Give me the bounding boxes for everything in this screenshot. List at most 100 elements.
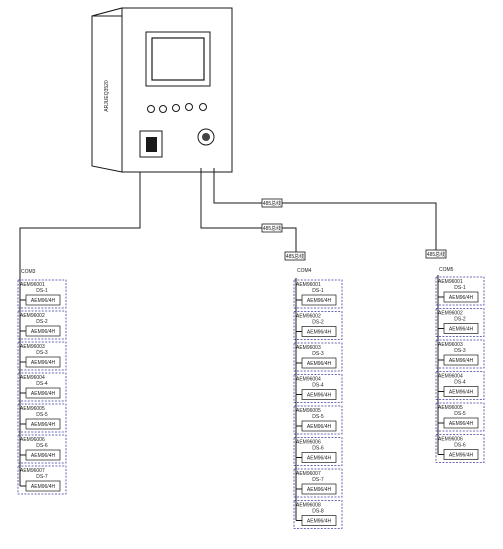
- meter-model: AEM96/4H: [449, 390, 474, 396]
- indicator-lights: [147, 103, 207, 113]
- module-enclosure: [293, 500, 343, 529]
- meter-model: AEM96/4H: [307, 330, 332, 336]
- module-enclosure: [17, 341, 67, 371]
- bus-wiring: [19, 168, 437, 278]
- meter-model: AEM96/4H: [31, 298, 56, 304]
- meter-model: AEM96/4H: [307, 298, 332, 304]
- module-enclosure: [17, 465, 67, 495]
- module-address: AEM96001: [20, 282, 45, 288]
- device-label: DS-6: [312, 446, 324, 452]
- module-address: AEM96004: [438, 374, 463, 380]
- module-enclosure: [435, 276, 485, 306]
- device-label: DS-4: [454, 380, 466, 386]
- device-label: DS-1: [454, 285, 466, 291]
- module-enclosure: [293, 405, 343, 435]
- bus-tag-box: [261, 198, 283, 208]
- device-label: DS-8: [312, 509, 324, 515]
- bus-line-right: [213, 168, 437, 250]
- bus-line-left: [19, 172, 141, 278]
- bus-line-middle: [200, 168, 297, 252]
- module-address: AEM96003: [20, 344, 45, 350]
- module-address: AEM96003: [296, 345, 321, 351]
- module-enclosure: [17, 434, 67, 464]
- meter-model: AEM96/4H: [449, 358, 474, 364]
- device-label: DS-1: [312, 288, 324, 294]
- device-label: DS-6: [36, 443, 48, 449]
- meter-model: AEM96/4H: [31, 422, 56, 428]
- module-address: AEM96001: [438, 279, 463, 285]
- module-enclosure: [435, 371, 485, 400]
- device-label: DS-6: [454, 443, 466, 449]
- bus-tag: 485总线: [263, 200, 281, 207]
- device-label: DS-2: [36, 319, 48, 325]
- hmi-screen: [151, 37, 205, 81]
- rotary-knob-center: [202, 133, 210, 141]
- indicator-light-icon: [159, 105, 167, 113]
- main-switch-handle: [146, 137, 157, 152]
- branch-column-com5: COM5AEM96001DS-1AEM96/4HAEM96002DS-2AEM9…: [435, 267, 485, 463]
- device-label: DS-7: [36, 474, 48, 480]
- device-label: DS-3: [454, 348, 466, 354]
- module-address: AEM96002: [438, 311, 463, 317]
- module-enclosure: [293, 311, 343, 340]
- module-enclosure: [293, 342, 343, 372]
- meter-model: AEM96/4H: [307, 393, 332, 399]
- module-enclosure: [17, 372, 67, 402]
- meter-model: AEM96/4H: [31, 484, 56, 490]
- module-enclosure: [435, 339, 485, 369]
- meter-model: AEM96/4H: [449, 327, 474, 333]
- module-enclosure: [293, 374, 343, 403]
- control-cabinet: ARJUEQ3520: [91, 7, 233, 173]
- device-label: DS-3: [312, 351, 324, 357]
- module-address: AEM96005: [438, 405, 463, 411]
- module-address: AEM96003: [438, 342, 463, 348]
- device-label: DS-2: [454, 317, 466, 323]
- indicator-light-icon: [185, 103, 193, 111]
- bus-tag-box: [425, 249, 447, 259]
- module-enclosure: [17, 279, 67, 309]
- bus-tag-box: [284, 251, 306, 261]
- branch-column-com4: COM4AEM96001DS-1AEM96/4HAEM96002DS-2AEM9…: [293, 268, 343, 529]
- module-enclosure: [293, 279, 343, 309]
- com-port-label: COM4: [297, 268, 312, 274]
- module-enclosure: [435, 434, 485, 463]
- device-label: DS-4: [36, 381, 48, 387]
- device-label: DS-4: [312, 383, 324, 389]
- bus-tags: 485总线 485总线 485总线 485总线: [261, 198, 447, 261]
- device-label: DS-7: [312, 477, 324, 483]
- module-address: AEM96005: [20, 406, 45, 412]
- meter-model: AEM96/4H: [31, 453, 56, 459]
- meter-model: AEM96/4H: [307, 361, 332, 367]
- com-port-label: COM3: [21, 269, 36, 275]
- module-enclosure: [435, 402, 485, 432]
- device-label: DS-5: [312, 414, 324, 420]
- module-address: AEM96002: [20, 313, 45, 319]
- device-label: DS-1: [36, 288, 48, 294]
- com-port-label: COM5: [439, 267, 454, 273]
- module-address: AEM96006: [438, 437, 463, 443]
- module-address: AEM96006: [296, 440, 321, 446]
- meter-model: AEM96/4H: [307, 487, 332, 493]
- meter-model: AEM96/4H: [307, 519, 332, 525]
- module-address: AEM96004: [20, 375, 45, 381]
- bus-tag-box: [261, 223, 283, 233]
- branch-column-com3: COM3AEM96001DS-1AEM96/4HAEM96002DS-2AEM9…: [17, 269, 67, 495]
- indicator-light-icon: [172, 104, 180, 112]
- bus-tag: 485总线: [427, 251, 445, 258]
- module-address: AEM96007: [20, 468, 45, 474]
- meter-model: AEM96/4H: [307, 456, 332, 462]
- module-address: AEM96006: [20, 437, 45, 443]
